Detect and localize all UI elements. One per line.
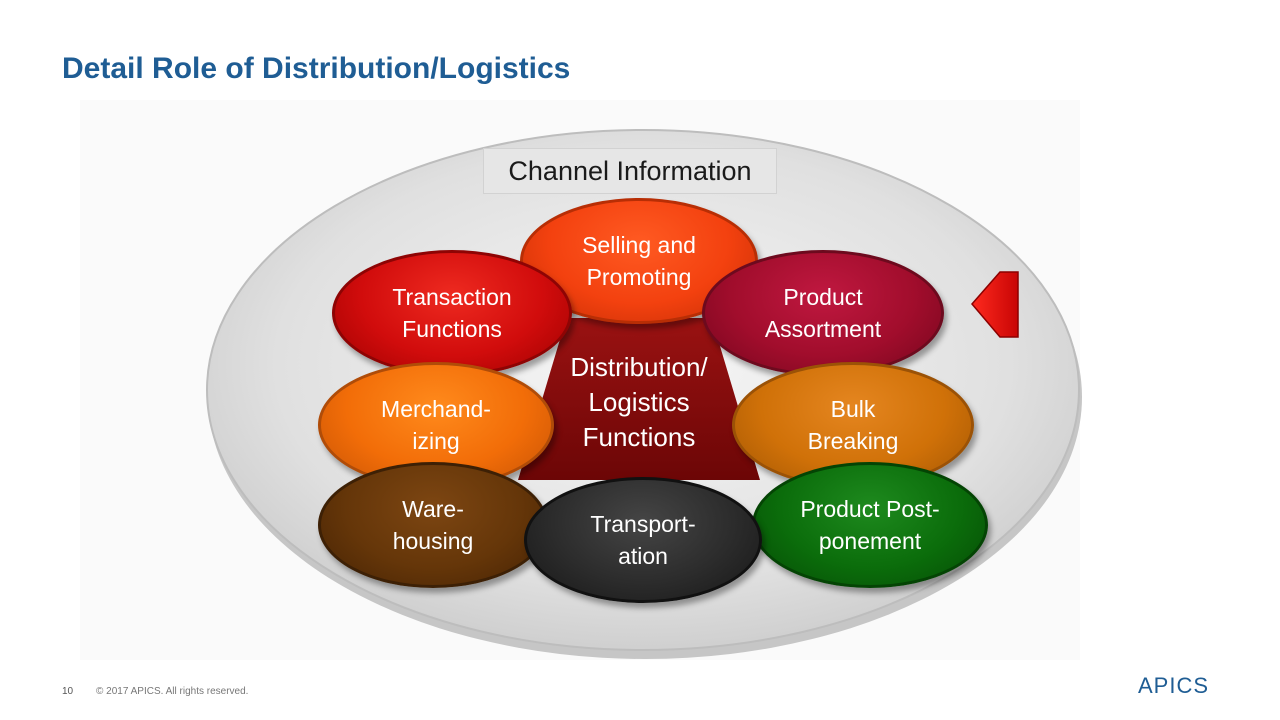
function-product-assortment: Product Assortment <box>702 250 944 376</box>
function-label-line: Breaking <box>807 428 899 454</box>
function-label-line: izing <box>412 428 460 454</box>
function-label-line: Assortment <box>764 316 882 342</box>
function-label-line: Bulk <box>830 396 876 422</box>
function-warehousing: Ware- housing <box>318 462 548 588</box>
channel-information-label: Channel Information <box>483 148 777 194</box>
page-number: 10 <box>62 686 74 697</box>
slide-title: Detail Role of Distribution/Logistics <box>62 52 571 85</box>
function-label-line: ation <box>618 543 668 569</box>
function-label-line: Promoting <box>586 264 692 290</box>
function-label-line: Transaction <box>392 284 512 310</box>
center-line: Distribution/ <box>570 352 708 382</box>
function-transaction: Transaction Functions <box>332 250 572 376</box>
apics-logo: APICS <box>1138 673 1210 698</box>
function-label-line: Product <box>783 284 863 310</box>
copyright-notice: © 2017 APICS. All rights reserved. <box>96 686 249 697</box>
function-label-line: Transport- <box>590 511 696 537</box>
center-line: Functions <box>582 422 696 452</box>
function-label-line: housing <box>392 528 474 554</box>
function-transportation: Transport- ation <box>524 477 762 603</box>
function-label-line: Selling and <box>582 232 696 258</box>
function-label-line: Merchand- <box>381 396 491 422</box>
center-line: Logistics <box>588 387 690 417</box>
function-label-line: Functions <box>402 316 502 342</box>
center-label: Distribution/ Logistics Functions <box>528 350 750 455</box>
function-label-line: ponement <box>818 528 922 554</box>
function-merchandizing: Merchand- izing <box>318 362 554 488</box>
function-label-line: Ware- <box>402 496 464 522</box>
function-label-line: Product Post- <box>800 496 940 522</box>
function-product-postponement: Product Post- ponement <box>752 462 988 588</box>
arrow-left-icon <box>971 271 1019 338</box>
